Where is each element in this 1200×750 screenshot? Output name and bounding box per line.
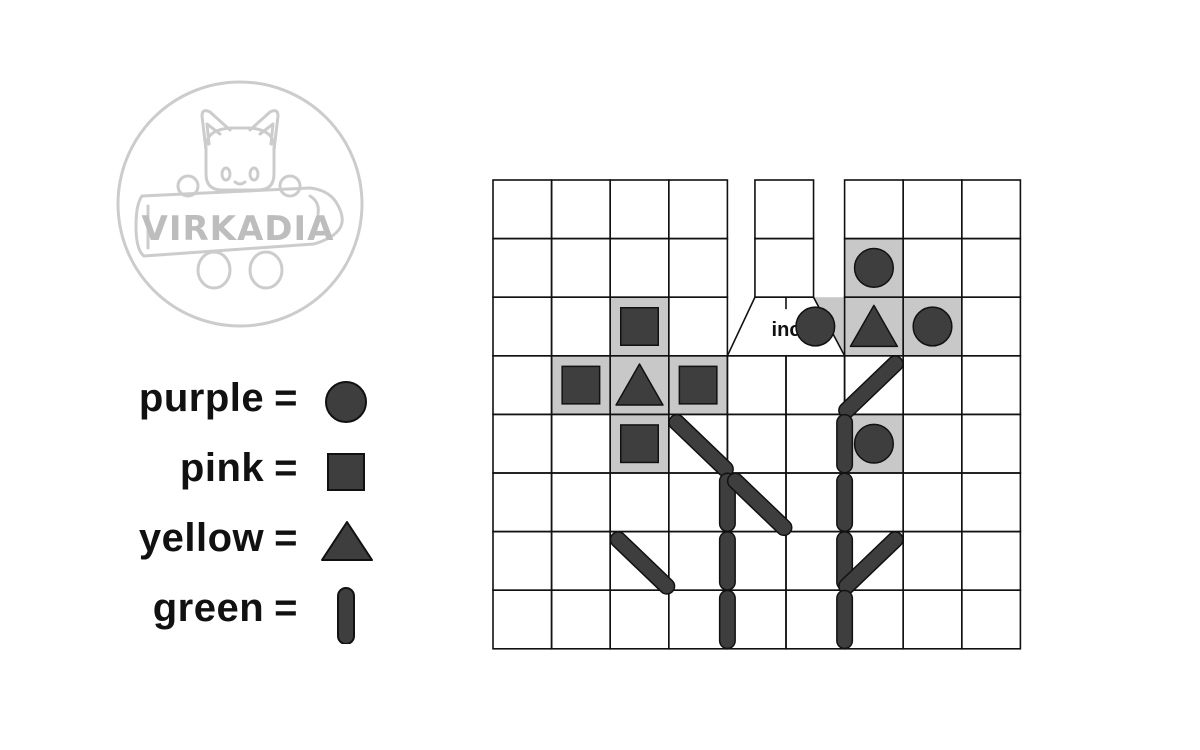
legend-row-purple: purple= [100,368,390,438]
legend-equals: = [274,446,298,490]
grid-cell [550,413,611,474]
grid-cell [726,355,787,416]
square-symbol [619,306,660,347]
legend-row-green: green= [100,578,390,648]
square-symbol [678,365,718,405]
grid-cell [550,472,611,533]
grid-cell [550,530,611,592]
legend-label-pink: pink [179,446,265,490]
legend-equals: = [274,516,298,560]
legend-label-yellow: yellow [138,516,265,560]
grid-cell [668,179,729,240]
grid-cell [609,179,670,240]
grid-cell [668,296,729,357]
triangle-symbol [615,363,664,406]
grid-cell [609,472,670,533]
grid-cell [668,589,729,650]
grid-cell [550,237,611,298]
grid-cell [960,237,1022,298]
grid-cell [550,296,611,357]
circle-symbol [853,247,894,288]
grid-cell [668,237,729,298]
virkadia-logo: VIRKADIA [114,78,366,330]
grid-cell [902,237,963,298]
grid-cell [668,472,729,533]
gap-grid-cell [754,179,815,240]
legend-equals: = [274,586,298,630]
grid-cell [960,179,1022,240]
triangle-symbol [849,304,899,348]
grid-cell [902,530,963,592]
grid-cell [902,413,963,474]
circle-symbol [853,423,894,464]
gap-grid-cell [754,237,815,298]
circle-symbol [795,306,836,347]
grid-cell [492,589,553,650]
grid-cell [960,355,1022,416]
stem-symbol [669,415,733,476]
grid-cell [726,589,787,650]
grid-cell [492,237,553,298]
grid-cell [960,413,1022,474]
grid-cell [785,530,846,592]
cat-holding-sign-logo-icon: VIRKADIA [116,80,364,328]
grid-cell [785,355,846,416]
grid-cell [726,530,787,592]
legend-row-yellow: yellow= [100,508,390,578]
grid-cell [550,589,611,650]
grid-cell [843,179,905,240]
grid-cell [785,589,846,650]
legend-row-pink: pink= [100,438,390,508]
grid-cell [668,530,729,592]
grid-cell [492,530,553,592]
grid-cell [492,355,553,416]
grid-cell [785,472,846,533]
grid-cell [902,179,963,240]
grid-cell [902,589,963,650]
grid-cell [960,296,1022,357]
grid-cell [785,413,846,474]
grid-cell [609,237,670,298]
grid-cell [492,179,553,240]
stem-symbol [839,356,903,418]
stem-symbol [611,532,674,594]
circle-icon [325,381,367,423]
logo-text: VIRKADIA [142,209,335,249]
triangle-icon [321,521,373,561]
square-icon [327,453,365,491]
grid-cell [960,472,1022,533]
legend-label-purple: purple [138,376,265,420]
grid-cell [960,589,1022,650]
grid-cell [960,530,1022,592]
circle-symbol [912,306,953,347]
stem-symbol [728,474,791,535]
bar-icon [337,587,355,644]
grid-cell [902,472,963,533]
grid-cell [492,413,553,474]
grid-cell [843,472,905,533]
symbol-legend: purple= pink= yellow= green= [100,368,390,648]
legend-label-green: green [152,586,265,630]
grid-cell [609,589,670,650]
grid-cell [902,355,963,416]
grid-cell [492,296,553,357]
square-symbol [561,365,601,405]
grid-cell [492,472,553,533]
increase-label: inc [772,319,801,341]
grid-cell [843,589,905,650]
square-symbol [619,424,660,464]
legend-equals: = [274,376,298,420]
stitch-chart: inc [492,179,1022,650]
grid-cell [550,179,611,240]
grid-cell [726,413,787,474]
stem-symbol [839,532,903,594]
